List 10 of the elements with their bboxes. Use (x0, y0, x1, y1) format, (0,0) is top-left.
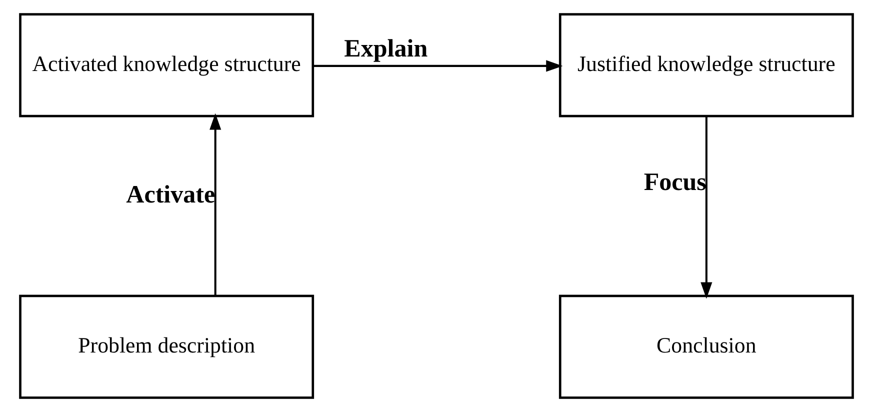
edge-label: Activate (126, 182, 215, 209)
node-box: Conclusion (558, 294, 854, 399)
arrow (209, 113, 221, 296)
edge-label: Focus (643, 168, 706, 196)
edge-label: Explain (344, 35, 428, 62)
arrow (312, 60, 562, 72)
node-box: Justified knowledge structure (558, 13, 854, 118)
node-box: Activated knowledge structure (18, 13, 314, 118)
node-box: Problem description (18, 294, 314, 399)
arrow (700, 116, 712, 299)
